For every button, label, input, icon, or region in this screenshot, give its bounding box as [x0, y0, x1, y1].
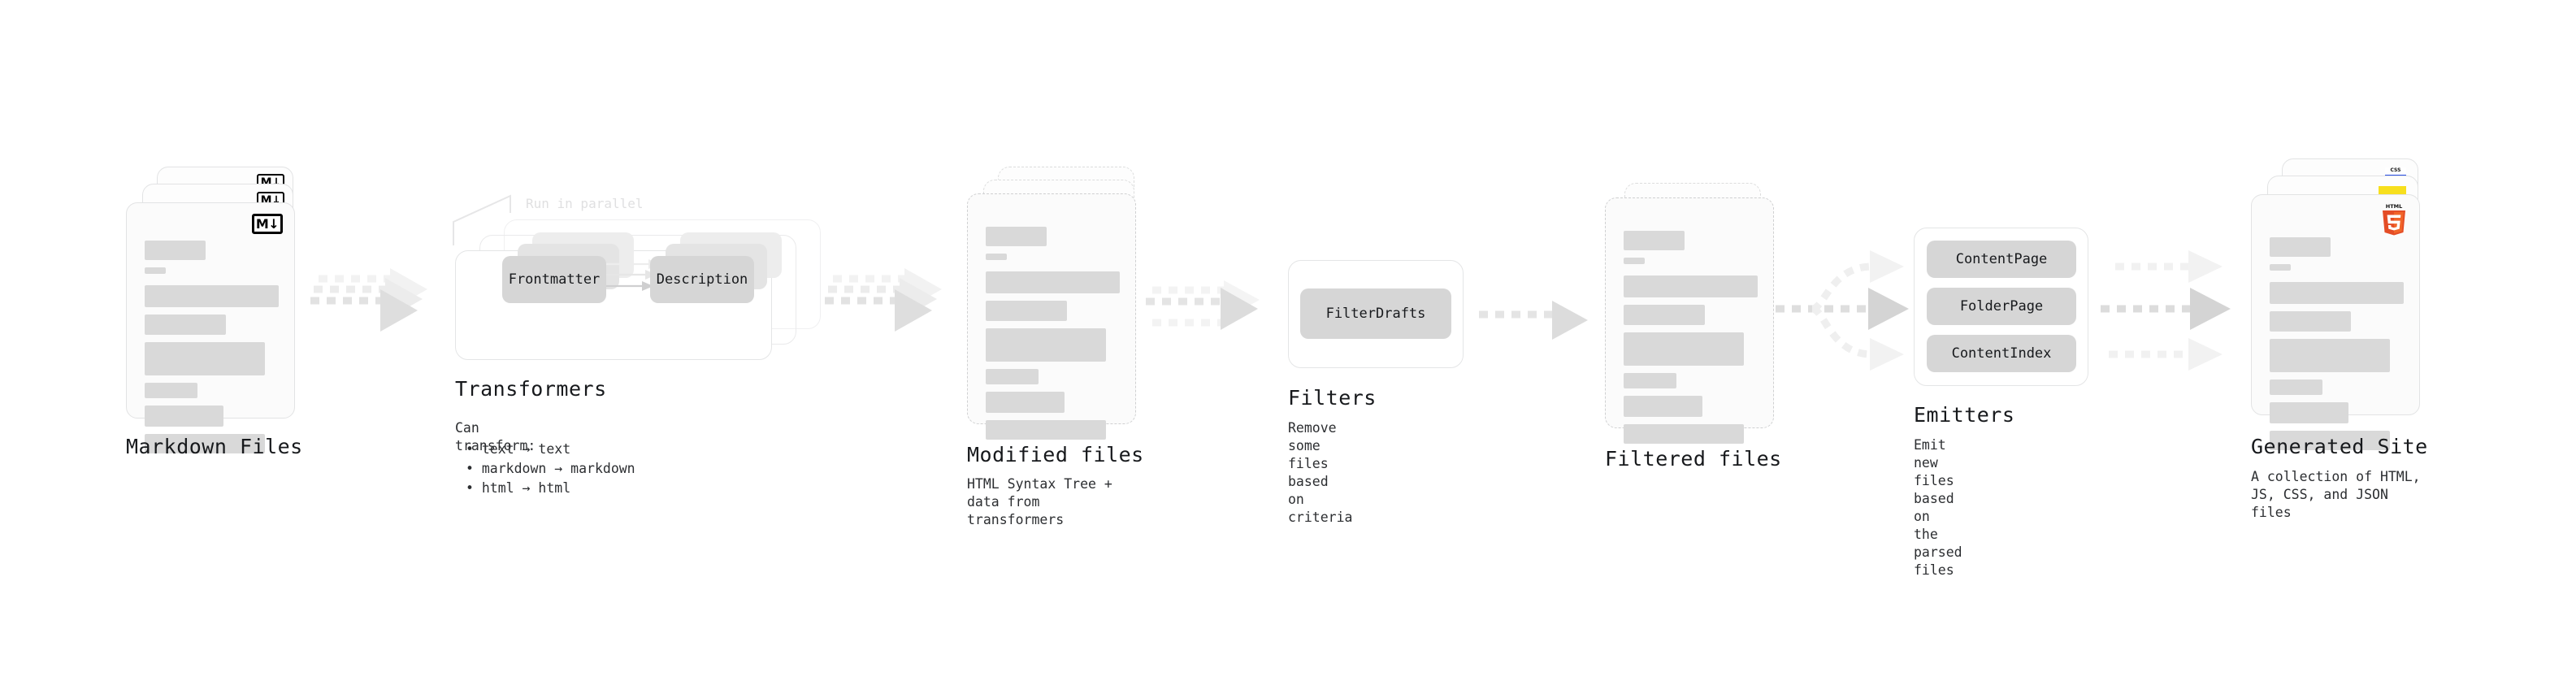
placeholder-line: [986, 254, 1007, 260]
placeholder-line: [145, 267, 166, 274]
placeholder-line: [2270, 402, 2348, 423]
emitter-chip-contentindex[interactable]: ContentIndex: [1927, 335, 2076, 372]
placeholder-line: [145, 314, 226, 335]
modified-card-content: [986, 227, 1120, 447]
run-in-parallel-bracket: [447, 192, 536, 245]
stage-title-filtered-files: Filtered files: [1605, 447, 1782, 471]
filtered-card-stack: [1605, 183, 1780, 444]
placeholder-line: [2270, 339, 2390, 372]
filter-chip-label: FilterDrafts: [1325, 306, 1426, 322]
list-item: markdown → markdown: [466, 459, 635, 479]
placeholder-line: [145, 241, 206, 260]
generated-site-caption: A collection of HTML, JS, CSS, and JSON …: [2251, 469, 2421, 520]
site-card-front: HTML: [2251, 194, 2420, 450]
transformer-chip-description[interactable]: Description: [650, 256, 754, 303]
filter-chip-filterdrafts[interactable]: FilterDrafts: [1300, 288, 1451, 339]
placeholder-line: [1624, 258, 1645, 264]
transformers-bullet-list: text → text markdown → markdown html → h…: [466, 440, 635, 498]
placeholder-line: [1624, 231, 1685, 250]
placeholder-line: [986, 420, 1106, 440]
stage-generated-site: CSS HTML: [2251, 158, 2427, 520]
transformer-chip-label: Description: [656, 271, 748, 288]
markdown-card-content: [145, 241, 279, 461]
stage-title-generated-site: Generated Site: [2251, 435, 2428, 458]
placeholder-line: [2270, 264, 2291, 271]
run-in-parallel-label: Run in parallel: [526, 196, 644, 211]
stage-filtered-files: Filtered files: [1605, 183, 1781, 471]
emitter-chip-label: ContentPage: [1955, 251, 2048, 267]
list-item: text → text: [466, 440, 635, 459]
stage-title-filters: Filters: [1288, 386, 1377, 410]
placeholder-line: [145, 434, 265, 453]
placeholder-line: [986, 271, 1120, 293]
arrow-transformers-to-modified: [825, 268, 951, 345]
site-card-stack: CSS HTML: [2251, 158, 2426, 450]
emitter-chip-folderpage[interactable]: FolderPage: [1927, 288, 2076, 325]
html5-badge-icon: HTML: [2380, 202, 2408, 236]
modified-card-stack: [967, 167, 1142, 440]
filters-caption: Remove some files based on criteria: [1288, 420, 1353, 525]
arrow-md-to-transformers: [310, 268, 436, 345]
placeholder-line: [2270, 282, 2404, 304]
stage-title-transformers: Transformers: [455, 377, 607, 401]
filtered-card-content: [1624, 231, 1758, 451]
placeholder-line: [145, 383, 197, 398]
placeholder-line: [145, 406, 223, 427]
emitter-chip-contentpage[interactable]: ContentPage: [1927, 241, 2076, 278]
placeholder-line: [1624, 275, 1758, 297]
emitters-caption: Emit new files based on the parsed files: [1914, 437, 1962, 578]
modified-files-caption: HTML Syntax Tree + data from transformer…: [967, 476, 1112, 527]
arrow-emitters-to-site: [2101, 236, 2243, 382]
placeholder-line: [145, 342, 265, 375]
stage-title-modified-files: Modified files: [967, 443, 1144, 466]
list-item: html → html: [466, 479, 635, 498]
emitter-chip-label: ContentIndex: [1951, 345, 2052, 362]
modified-card-front: [967, 193, 1136, 440]
arrow-modified-to-filters: [1146, 280, 1280, 354]
stage-title-markdown-files: Markdown Files: [126, 435, 303, 458]
stage-title-emitters: Emitters: [1914, 403, 2015, 427]
transformer-chip-frontmatter[interactable]: Frontmatter: [502, 256, 606, 303]
stage-markdown-files: M↓ M↓ M↓ Markdown Files: [126, 167, 302, 458]
placeholder-line: [1624, 373, 1676, 388]
markdown-card-stack: M↓ M↓ M↓: [126, 167, 297, 453]
placeholder-line: [986, 392, 1065, 413]
stage-modified-files: Modified files HTML Syntax Tree + data f…: [967, 167, 1143, 527]
placeholder-line: [2270, 380, 2322, 395]
markdown-badge-icon: M↓: [252, 214, 283, 234]
site-card-content: [2270, 237, 2404, 458]
placeholder-line: [1624, 332, 1744, 366]
placeholder-line: [145, 285, 279, 307]
placeholder-line: [1624, 305, 1705, 325]
placeholder-line: [2270, 237, 2331, 257]
placeholder-line: [2270, 431, 2390, 450]
placeholder-line: [986, 369, 1039, 384]
arrow-filters-to-filtered: [1479, 295, 1601, 344]
svg-text:HTML: HTML: [2386, 203, 2402, 210]
placeholder-line: [1624, 424, 1744, 444]
transformer-chip-label: Frontmatter: [508, 271, 601, 288]
placeholder-line: [986, 328, 1106, 362]
placeholder-line: [2270, 311, 2351, 332]
markdown-card-front: M↓: [126, 202, 295, 453]
placeholder-line: [986, 227, 1047, 246]
filtered-card-front: [1605, 197, 1774, 444]
placeholder-line: [1624, 396, 1702, 417]
arrow-filtered-to-emitters: [1776, 236, 1918, 382]
placeholder-line: [986, 301, 1067, 321]
emitter-chip-label: FolderPage: [1959, 298, 2044, 314]
